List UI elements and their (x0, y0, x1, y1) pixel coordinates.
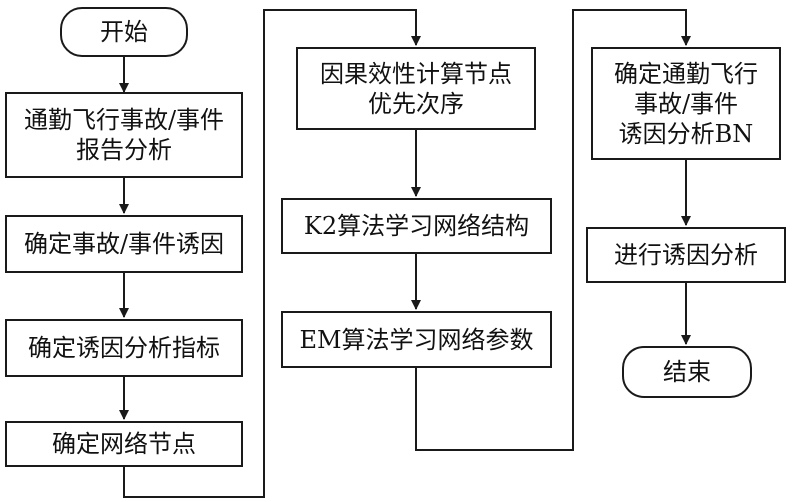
report-analysis-box: 通勤飞行事故/事件 报告分析 (5, 92, 243, 178)
node-order-box: 因果效性计算节点 优先次序 (296, 47, 536, 130)
determine-bn-box: 确定通勤飞行 事故/事件 诱因分析BN (591, 47, 781, 160)
arrow-netnodes-to-order (123, 9, 421, 498)
k2-structure-box: K2算法学习网络结构 (281, 198, 552, 254)
cause-analysis-box: 进行诱因分析 (586, 227, 786, 283)
arrow-em-to-bn (415, 9, 691, 451)
determine-network-nodes-box: 确定网络节点 (5, 421, 243, 467)
determine-index-box: 确定诱因分析指标 (5, 319, 243, 377)
end-terminal: 结束 (622, 346, 752, 398)
determine-cause-box: 确定事故/事件诱因 (5, 215, 243, 273)
start-terminal: 开始 (60, 7, 188, 57)
em-parameter-box: EM算法学习网络参数 (281, 311, 552, 368)
